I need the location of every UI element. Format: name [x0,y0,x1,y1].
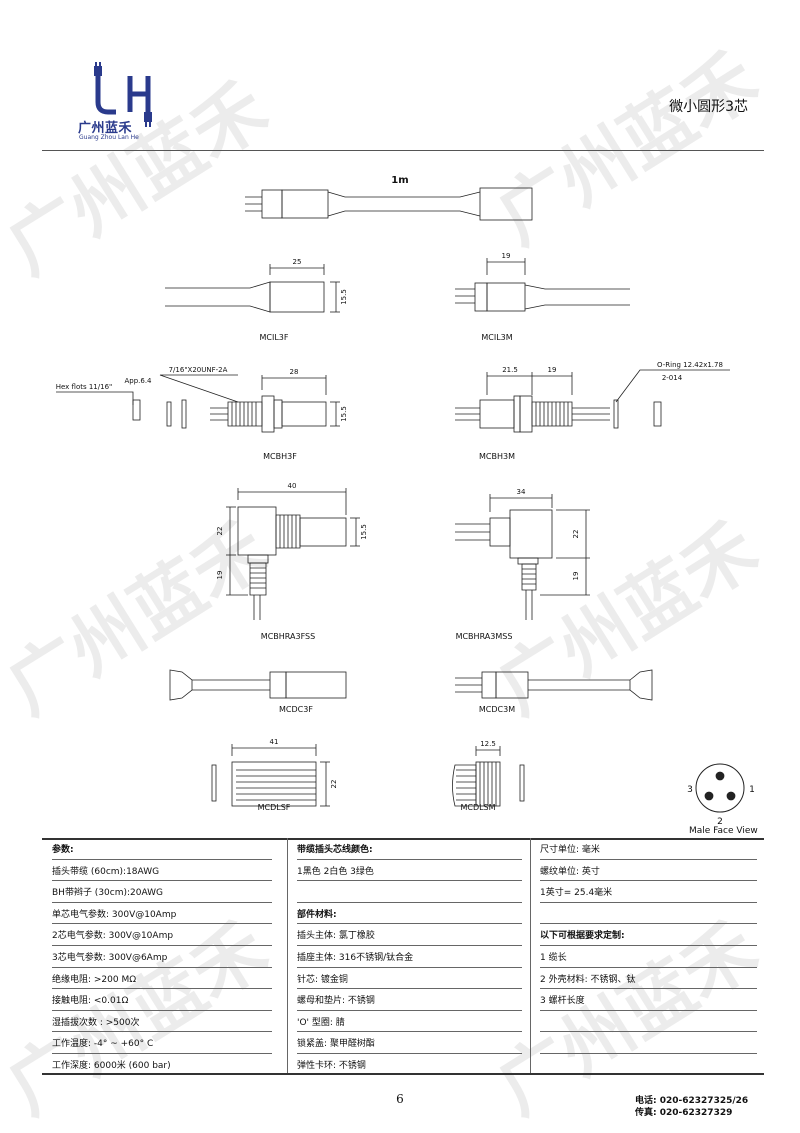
table-cell: 插头带缆 (60cm):18AWG [52,860,272,882]
mcbhra3mss-drawing: 34 22 19 [455,488,590,620]
mcbhra3mss-dim-v1: 22 [572,530,580,539]
page-number: 6 [396,1092,404,1106]
mcdlsf-dim-w: 41 [270,738,279,746]
table-cell [540,1032,757,1054]
table-cell: 螺母和垫片: 不锈钢 [297,989,522,1011]
table-cell [540,1054,757,1075]
mcbh3m-drawing: 21.5 19 O-Ring 12.42x1.78 2-014 [455,361,730,433]
contact-tel: 电话: 020-62327325/26 [635,1096,749,1106]
label-mcdlsm: MCDLSM [460,803,496,812]
cable-assembly: 1m [245,175,533,221]
table-cell: 螺纹单位: 英寸 [540,860,757,882]
table-cell: 1英寸= 25.4毫米 [540,881,757,903]
cable-length-label: 1m [391,175,408,186]
mcdlsf-drawing: 41 22 [211,738,338,807]
table-cell: 3 螺杆长度 [540,989,757,1011]
specs-col-params: 参数: 插头带缆 (60cm):18AWG BH带辫子 (30cm):20AWG… [52,838,272,1075]
table-cell: 单芯电气参数: 300V@10Amp [52,903,272,925]
table-divider [530,838,531,1073]
table-cell: 弹性卡环: 不锈钢 [297,1060,366,1071]
table-cell: 尺寸单位: 毫米 [540,838,757,860]
table-cell: 湿插拔次数 : >500次 [52,1011,272,1033]
label-mcbhra3mss: MCBHRA3MSS [455,632,513,641]
table-cell: 工作深度: 6000米 (600 bar) [52,1060,171,1071]
table-cell: 1 缆长 [540,946,757,968]
mcbhra3mss-dim-v2: 19 [572,572,580,581]
table-cell: 1黑色 2白色 3绿色 [297,860,522,882]
label-mcil3m: MCIL3M [481,333,513,342]
table-cell [540,1011,757,1033]
label-mcbhra3fss: MCBHRA3FSS [260,632,316,641]
mcbh3f-thread: 7/16"X20UNF-2A [169,366,228,374]
mcbhra3fss-dim-v2: 19 [216,571,224,580]
logo-text: 广州蓝禾 [78,121,133,136]
table-cell [297,881,522,903]
mcbh3f-hex: Hex flots 11/16" [56,383,113,391]
specs-table: 参数: 插头带缆 (60cm):18AWG BH带辫子 (30cm):20AWG… [52,838,757,1073]
mcbh3f-app: App.6.4 [124,377,152,385]
contact-fax: 传真: 020-62327329 [635,1108,733,1118]
specs-col-units: 尺寸单位: 毫米 螺纹单位: 英寸 1英寸= 25.4毫米 以下可根据要求定制:… [540,838,757,1075]
table-cell [540,903,757,925]
label-mcbh3f: MCBH3F [263,452,297,461]
table-cell: 锁紧盖: 聚甲醛树酯 [297,1032,522,1054]
label-mcil3f: MCIL3F [259,333,289,342]
table-cell: 工作温度: -4° ~ +60° C [52,1032,272,1054]
table-heading: 参数: [52,838,272,860]
table-cell: BH带辫子 (30cm):20AWG [52,881,272,903]
mcbh3m-dim-b: 19 [548,366,557,374]
table-bottom-rule [42,1073,764,1075]
mcdlsm-dim-w: 12.5 [480,740,496,748]
mcdc3m-drawing [455,669,653,701]
mcil3m-dim-w: 19 [502,252,511,260]
logo-english: Guang Zhou Lan He [79,134,139,141]
table-heading: 带缆插头芯线颜色: [297,838,522,860]
mcil3m-drawing: 19 [455,252,630,312]
mcil3f-dim-h: 15.5 [340,289,348,305]
mcbh3f-dim-h: 15.5 [340,406,348,422]
table-cell: 针芯: 镀金铜 [297,968,522,990]
table-cell: 2芯电气参数: 300V@10Amp [52,924,272,946]
mcil3f-drawing: 25 15.5 [165,258,348,313]
face-pin-2: 2 [717,817,723,827]
table-cell: 插座主体: 316不锈钢/钛合金 [297,946,522,968]
mcbh3m-oring-code: 2-014 [662,374,683,382]
table-cell: 插头主体: 氯丁橡胶 [297,924,522,946]
face-view-caption: Male Face View [689,826,758,836]
mcbhra3fss-drawing: 40 15.5 22 19 [216,482,368,620]
label-mcdc3m: MCDC3M [478,705,516,714]
table-heading: 以下可根据要求定制: [540,924,757,946]
face-pin-1: 1 [749,785,755,795]
mcbhra3fss-dim-h: 15.5 [360,524,368,540]
table-cell: 绝缘电阻: >200 MΩ [52,968,272,990]
table-cell: 3芯电气参数: 300V@6Amp [52,946,272,968]
mcbh3m-dim-a: 21.5 [502,366,518,374]
mcdlsf-dim-h: 22 [330,780,338,789]
table-cell: 接触电阻: <0.01Ω [52,989,272,1011]
mcil3f-dim-w: 25 [293,258,302,266]
label-mcdlsf: MCDLSF [257,803,291,812]
company-logo [94,62,152,127]
page-title: 微小圆形3芯 [669,99,748,115]
table-cell: 2 外壳材料: 不锈钢、钛 [540,968,757,990]
table-cell: 'O' 型圈: 腈 [297,1011,522,1033]
label-mcdc3f: MCDC3F [279,705,313,714]
label-mcbh3m: MCBH3M [479,452,515,461]
face-pin-3: 3 [687,785,693,795]
connector-drawings: 1m 25 15.5 19 28 15.5 [56,175,755,827]
mcdc3f-drawing [169,669,347,701]
table-heading: 部件材料: [297,903,522,925]
header-rule [42,150,764,151]
mcdlsm-drawing: 12.5 [452,740,525,807]
mcbhra3mss-dim-w: 34 [517,488,526,496]
mcbh3f-drawing: 28 15.5 7/16"X20UNF-2A Hex flots 11/16" … [56,366,348,433]
mcbh3m-oring: O-Ring 12.42x1.78 [657,361,723,369]
mcbhra3fss-dim-v1: 22 [216,527,224,536]
table-divider [287,838,288,1073]
mcbh3f-dim-w: 28 [290,368,299,376]
mcbhra3fss-dim-w: 40 [288,482,297,490]
table-top-rule [42,838,764,840]
specs-col-materials: 带缆插头芯线颜色: 1黑色 2白色 3绿色 部件材料: 插头主体: 氯丁橡胶 插… [297,838,522,1075]
male-face-view: 2 3 1 [687,763,755,827]
